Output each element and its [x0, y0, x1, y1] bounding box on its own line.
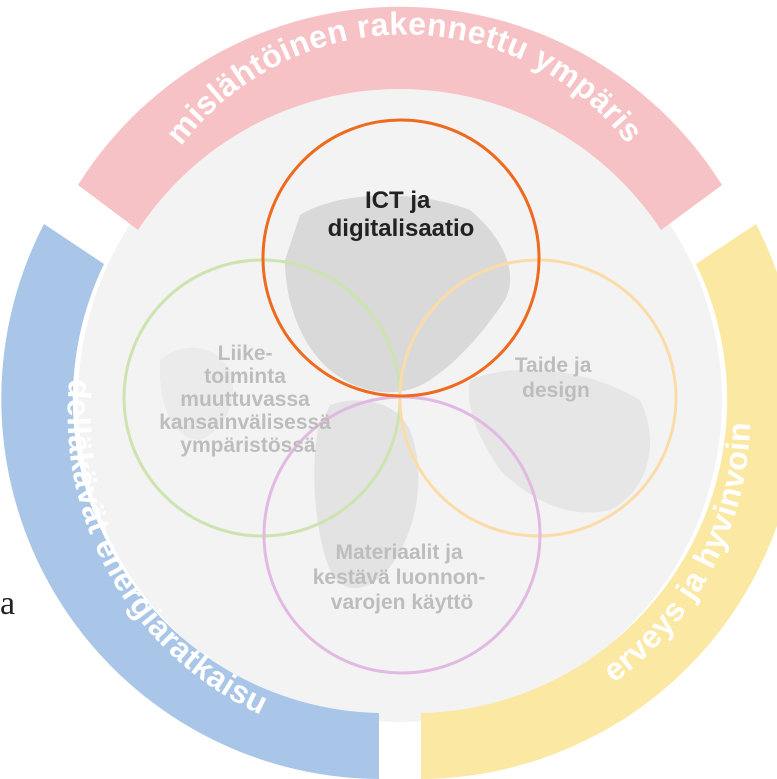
- circle-ict: [261, 118, 541, 398]
- ring-segment-top: [78, 6, 722, 231]
- circle-label-materials: Materiaalit ja kestävä luonnon- varojen …: [313, 541, 492, 614]
- cropped-edge-letter: a: [0, 585, 16, 622]
- ring-segment-right: [421, 224, 777, 779]
- circle-label-ict: ICT ja digitalisaatio: [328, 187, 475, 242]
- ring-segment-left: [1, 224, 380, 779]
- circle-label-business: Liike- toiminta muuttuvassa kansainvälis…: [159, 342, 336, 457]
- circle-label-art: Taide ja design: [515, 354, 597, 402]
